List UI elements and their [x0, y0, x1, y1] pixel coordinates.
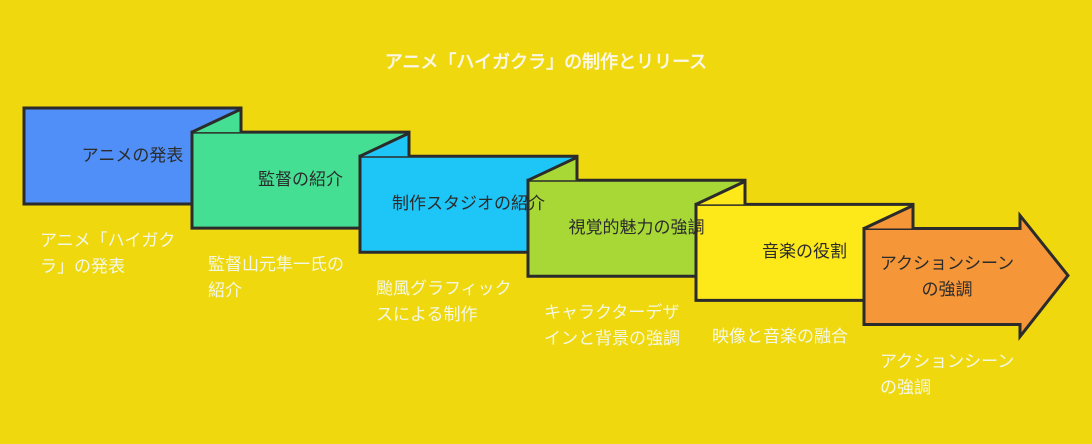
- step-label-6: アクションシーンの強調: [879, 253, 1015, 300]
- step-shape-6: [862, 203, 1070, 341]
- step-label-1: アニメの発表: [81, 146, 184, 166]
- fold-corner: [527, 154, 579, 182]
- step-caption-3: 颱風グラフィックスによる制作: [376, 279, 512, 326]
- step-caption-5: 映像と音楽の融合: [712, 327, 848, 348]
- step-caption-4: キャラクターデザインと背景の強調: [544, 303, 680, 350]
- step-caption-6: アクションシーンの強調: [880, 351, 1015, 398]
- step-label-4: 視覚的魅力の強調: [568, 218, 705, 239]
- diagram-title: アニメ「ハイガクラ」の制作とリリース: [384, 52, 708, 73]
- fold-corner: [359, 130, 411, 158]
- step-label-5: 音楽の役割: [762, 242, 847, 263]
- step-shape-5: [694, 179, 915, 302]
- fold-corner: [191, 106, 243, 134]
- step-label-2: 監督の紹介: [258, 170, 343, 191]
- step-label-3: 制作スタジオの紹介: [392, 194, 545, 215]
- fold-corner: [863, 203, 915, 230]
- step-shape-3: [358, 130, 579, 254]
- fold-corner: [695, 179, 747, 206]
- step-caption-1: アニメ「ハイガクラ」の発表: [40, 231, 176, 277]
- step-caption-2: 監督山元隼一氏の紹介: [208, 255, 344, 302]
